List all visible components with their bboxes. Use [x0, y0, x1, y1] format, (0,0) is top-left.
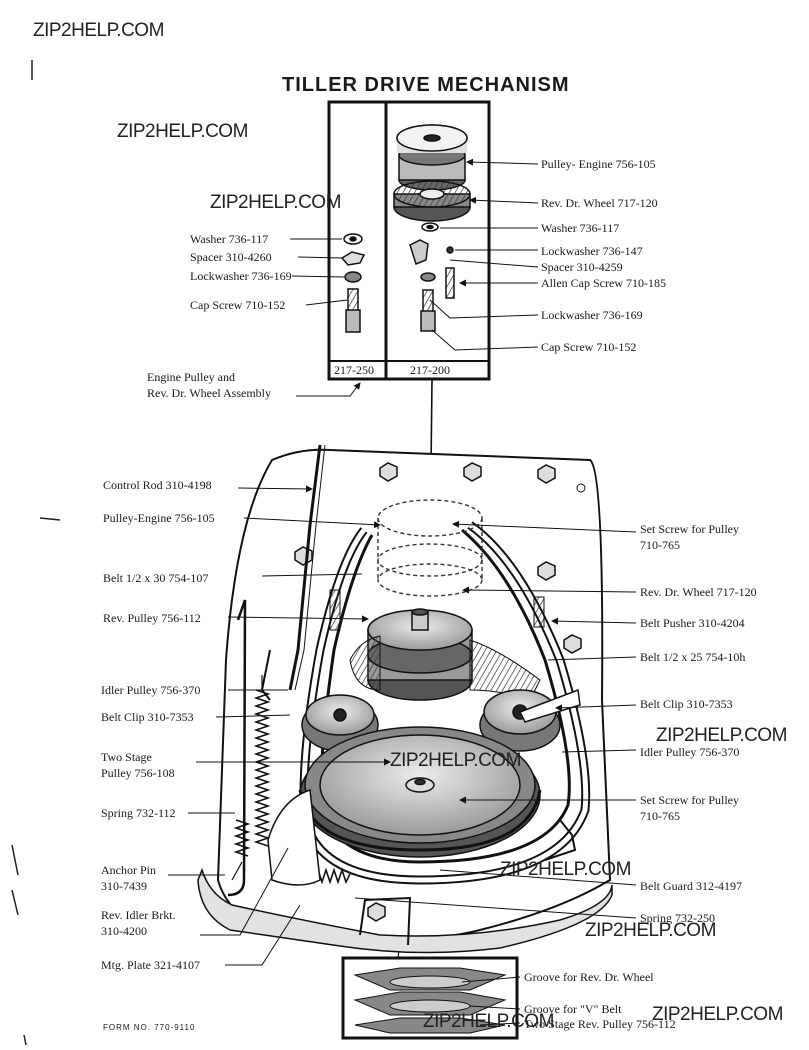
label-idler-pulley-left: Idler Pulley 756-370: [101, 683, 201, 697]
label-allen-cap-screw: Allen Cap Screw 710-185: [541, 276, 666, 290]
label-groove-rev: Groove for Rev. Dr. Wheel: [524, 970, 654, 984]
label-set-screw-1a: Set Screw for Pulley: [640, 522, 739, 536]
watermark: ZIP2HELP.COM: [117, 121, 248, 142]
label-lockwasher-left: Lockwasher 736-169: [190, 269, 292, 283]
inset-right-part-number: 217-200: [410, 363, 450, 377]
label-rev-dr-wheel: Rev. Dr. Wheel 717-120: [640, 585, 757, 599]
watermark: ZIP2HELP.COM: [652, 1004, 783, 1025]
label-two-stage-2: Pulley 756-108: [101, 766, 175, 780]
watermark: ZIP2HELP.COM: [33, 20, 164, 41]
parts-inset-box: [327, 100, 491, 381]
label-belt-pusher: Belt Pusher 310-4204: [640, 616, 745, 630]
scan-marks: [11, 60, 61, 1046]
label-assembly-line1: Engine Pulley and: [147, 370, 235, 384]
label-anchor-pin-2: 310-7439: [101, 879, 147, 893]
label-pulley-engine: Pulley-Engine 756-105: [103, 511, 215, 525]
label-washer-left: Washer 736-117: [190, 232, 269, 246]
label-pulley-engine-top: Pulley- Engine 756-105: [541, 157, 656, 171]
label-set-screw-2a: Set Screw for Pulley: [640, 793, 739, 807]
watermark: ZIP2HELP.COM: [423, 1011, 554, 1032]
label-anchor-pin-1: Anchor Pin: [101, 863, 156, 877]
label-mtg-plate: Mtg. Plate 321-4107: [101, 958, 200, 972]
label-set-screw-1b: 710-765: [640, 538, 680, 552]
label-lockwasher-169-right: Lockwasher 736-169: [541, 308, 643, 322]
inset-right-pulleys: [393, 124, 471, 332]
watermark: ZIP2HELP.COM: [500, 859, 631, 880]
label-spacer-right: Spacer 310-4259: [541, 260, 623, 274]
label-belt-clip-left: Belt Clip 310-7353: [101, 710, 194, 724]
label-idler-pulley-right: Idler Pulley 756-370: [640, 745, 740, 759]
label-spacer-left: Spacer 310-4260: [190, 250, 272, 264]
label-belt-clip-right: Belt Clip 310-7353: [640, 697, 733, 711]
label-two-stage-rev: Two Stage Rev. Pulley 756-112: [524, 1017, 676, 1031]
belt-pusher: [533, 596, 545, 628]
label-cap-screw-right: Cap Screw 710-152: [541, 340, 637, 354]
rev-pulley: [367, 608, 473, 701]
watermark: ZIP2HELP.COM: [585, 920, 716, 941]
label-assembly-line2: Rev. Dr. Wheel Assembly: [147, 386, 271, 400]
label-spring-left: Spring 732-112: [101, 806, 176, 820]
control-rod: [227, 444, 326, 897]
form-number: FORM NO. 770-9110: [103, 1023, 196, 1032]
label-washer-right: Washer 736-117: [541, 221, 620, 235]
watermark: ZIP2HELP.COM: [390, 750, 521, 771]
label-rev-dr-wheel-top: Rev. Dr. Wheel 717-120: [541, 196, 658, 210]
two-stage-pulley: [298, 726, 542, 858]
idler-pulley-right: [479, 688, 581, 752]
label-control-rod: Control Rod 310-4198: [103, 478, 212, 492]
label-groove-v: Groove for "V" Belt: [524, 1002, 622, 1016]
label-cap-screw-left: Cap Screw 710-152: [190, 298, 286, 312]
label-belt-guard: Belt Guard 312-4197: [640, 879, 742, 893]
label-belt-25: Belt 1/2 x 25 754-10h: [640, 650, 746, 664]
inset-left-hardware: [340, 233, 366, 333]
leader-lines: [168, 158, 637, 1026]
label-idler-brkt-1: Rev. Idler Brkt.: [101, 908, 176, 922]
inset-left-part-number: 217-250: [334, 363, 374, 377]
label-idler-brkt-2: 310-4200: [101, 924, 147, 938]
watermark: ZIP2HELP.COM: [210, 192, 341, 213]
watermark: ZIP2HELP.COM: [656, 725, 787, 746]
page-title: TILLER DRIVE MECHANISM: [282, 74, 570, 96]
label-set-screw-2b: 710-765: [640, 809, 680, 823]
label-belt-30: Belt 1/2 x 30 754-107: [103, 571, 209, 585]
engine-pulley-ghost: [377, 499, 483, 597]
label-lockwasher-147: Lockwasher 736-147: [541, 244, 643, 258]
label-rev-pulley: Rev. Pulley 756-112: [103, 611, 201, 625]
label-two-stage-1: Two Stage: [101, 750, 152, 764]
label-spring-right: Spring 732-250: [640, 911, 715, 925]
